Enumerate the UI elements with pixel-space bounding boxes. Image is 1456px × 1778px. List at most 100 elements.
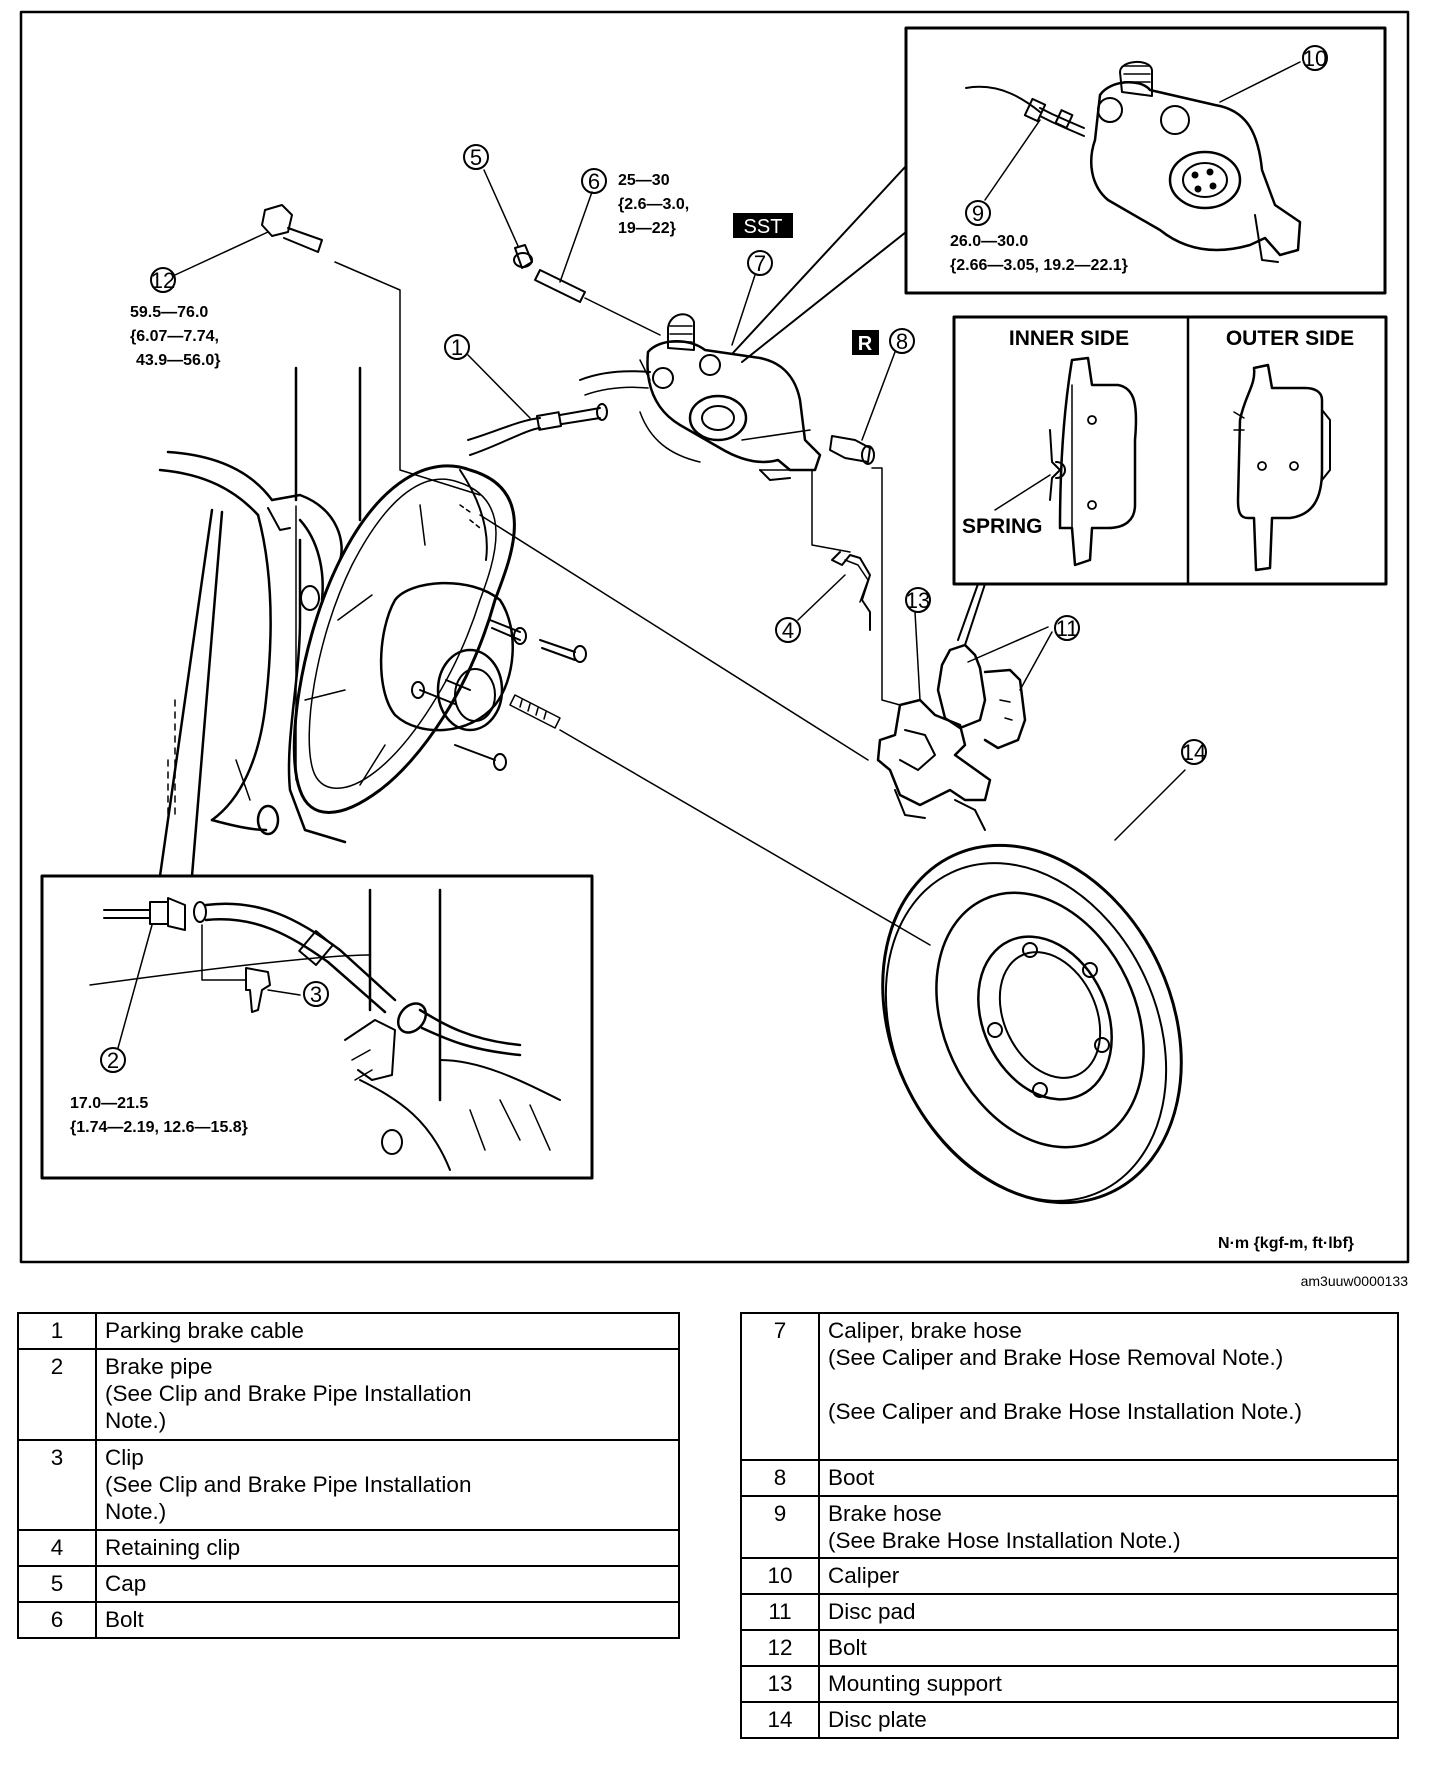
part-number: 10 bbox=[740, 1557, 820, 1595]
part-number: 14 bbox=[740, 1701, 820, 1739]
parking-brake-cable: 1 bbox=[444, 334, 608, 456]
part-description-line: Disc plate bbox=[828, 1707, 927, 1732]
part-description-line: Disc pad bbox=[828, 1599, 916, 1624]
part-number: 13 bbox=[740, 1665, 820, 1703]
disc-pad-inset: INNER SIDE OUTER SIDE SPRING bbox=[952, 315, 1388, 586]
mounting-support: 13 bbox=[876, 587, 992, 831]
caliper-assembly: 7 SST bbox=[639, 213, 822, 481]
part-description: Bolt bbox=[95, 1601, 680, 1639]
steering-knuckle bbox=[158, 366, 362, 844]
callout-6: 6 bbox=[588, 169, 600, 194]
assembly-lines bbox=[334, 261, 931, 946]
torque-2-kgf-ftlbf: {1.74—2.19, 12.6—15.8} bbox=[70, 1119, 248, 1136]
torque-9-nm: 26.0—30.0 bbox=[950, 233, 1028, 250]
part-description: Mounting support bbox=[818, 1665, 1399, 1703]
inner-side-label: INNER SIDE bbox=[1009, 327, 1129, 350]
caliper-detail-inset: 10 9 26.0—30.0 {2.66—3.05, 19.2—22.1} bbox=[904, 26, 1387, 295]
disc-plate: 14 bbox=[881, 739, 1207, 1205]
part-number: 11 bbox=[740, 1593, 820, 1631]
spring-label: SPRING bbox=[962, 515, 1043, 538]
parts-table-right: 7 Caliper, brake hose (See Caliper and Bra… bbox=[740, 1312, 1399, 1739]
torque-2-nm: 17.0—21.5 bbox=[70, 1095, 148, 1112]
torque-6-nm: 25—30 bbox=[618, 172, 670, 189]
part-description: Clip(See Clip and Brake Pipe Installatio… bbox=[95, 1439, 680, 1531]
parts-row: 7 Caliper, brake hose (See Caliper and Bra… bbox=[740, 1312, 1399, 1461]
part-description: Cap bbox=[95, 1565, 680, 1603]
part-description: Retaining clip bbox=[95, 1529, 680, 1567]
cap-and-bolt: 5 6 25—30 {2.6—3.0, 19—22} bbox=[463, 144, 689, 303]
brake-pipe-clip-inset: 3 2 17.0—21.5 {1.74—2.19, 12.6—15.8} bbox=[40, 508, 594, 1180]
part-description-line: Bolt bbox=[105, 1607, 144, 1632]
part-description: Disc pad bbox=[818, 1593, 1399, 1631]
callout-9: 9 bbox=[972, 201, 984, 226]
part-description: Brake hose(See Brake Hose Installation N… bbox=[818, 1495, 1399, 1559]
callout-12: 12 bbox=[151, 268, 175, 293]
torque-12-ftlbf: 43.9—56.0} bbox=[136, 352, 221, 369]
parts-row: 11 Disc pad bbox=[740, 1593, 1399, 1631]
parts-row: 14 Disc plate bbox=[740, 1701, 1399, 1739]
part-number: 7 bbox=[740, 1312, 820, 1461]
parts-row: 8 Boot bbox=[740, 1459, 1399, 1497]
part-description-line: Brake hose bbox=[828, 1501, 942, 1526]
part-description: Bolt bbox=[818, 1629, 1399, 1667]
part-description: Disc plate bbox=[818, 1701, 1399, 1739]
part-number: 8 bbox=[740, 1459, 820, 1497]
torque-6-ftlbf: 19—22} bbox=[618, 220, 676, 237]
knuckle-bolt: 12 59.5—76.0 {6.07—7.74, 43.9—56.0} bbox=[130, 204, 323, 369]
callout-7: 7 bbox=[754, 251, 766, 276]
callout-8: 8 bbox=[896, 329, 908, 354]
parts-row: 12 Bolt bbox=[740, 1629, 1399, 1667]
replace-badge bbox=[852, 330, 879, 355]
outer-side-label: OUTER SIDE bbox=[1226, 327, 1354, 350]
torque-12-kgf: {6.07—7.74, bbox=[130, 328, 219, 345]
figure-frame bbox=[19, 10, 1410, 1264]
part-description: Brake pipe(See Clip and Brake Pipe Insta… bbox=[95, 1348, 680, 1441]
sst-badge bbox=[733, 213, 793, 238]
part-number: 2 bbox=[17, 1348, 97, 1441]
dust-shield-and-hub bbox=[292, 464, 587, 814]
callout-11: 11 bbox=[1056, 616, 1079, 641]
figure-id: am3uuw0000133 bbox=[1301, 1273, 1409, 1289]
sst-badge-text: SST bbox=[744, 216, 783, 238]
part-description-line: (See Caliper and Brake Hose Installation… bbox=[828, 1399, 1302, 1424]
part-number: 1 bbox=[17, 1312, 97, 1350]
part-description-line: Clip bbox=[105, 1445, 144, 1470]
part-number: 12 bbox=[740, 1629, 820, 1667]
part-description-line: Retaining clip bbox=[105, 1535, 241, 1560]
part-description: Boot bbox=[818, 1459, 1399, 1497]
part-description-line: (See Clip and Brake Pipe Installation bbox=[105, 1472, 472, 1497]
boot: 8 R bbox=[829, 328, 915, 465]
part-number: 6 bbox=[17, 1601, 97, 1639]
part-number: 5 bbox=[17, 1565, 97, 1603]
part-description-line: Note.) bbox=[105, 1408, 167, 1433]
part-description-line: (See Clip and Brake Pipe Installation bbox=[105, 1381, 472, 1406]
torque-9-kgf-ftlbf: {2.66—3.05, 19.2—22.1} bbox=[950, 257, 1128, 274]
replace-badge-text: R bbox=[858, 333, 873, 355]
part-description-line: Brake pipe bbox=[105, 1354, 213, 1379]
retaining-clip: 4 bbox=[775, 551, 871, 643]
part-description-line: Cap bbox=[105, 1571, 147, 1596]
part-description-line: Caliper, brake hose bbox=[828, 1318, 1022, 1343]
part-number: 4 bbox=[17, 1529, 97, 1567]
callout-3: 3 bbox=[310, 982, 322, 1007]
part-description-line: (See Brake Hose Installation Note.) bbox=[828, 1528, 1181, 1553]
parts-row: 4 Retaining clip bbox=[17, 1529, 680, 1567]
part-description-line: Caliper bbox=[828, 1563, 900, 1588]
callout-1: 1 bbox=[451, 335, 463, 360]
callout-2: 2 bbox=[107, 1048, 119, 1073]
callout-5: 5 bbox=[470, 145, 482, 170]
part-description-line: Bolt bbox=[828, 1635, 867, 1660]
callout-14: 14 bbox=[1182, 740, 1206, 765]
part-description-line: Note.) bbox=[105, 1499, 167, 1524]
part-description-line: Boot bbox=[828, 1465, 875, 1490]
part-number: 3 bbox=[17, 1439, 97, 1531]
part-number: 9 bbox=[740, 1495, 820, 1559]
parts-row: 5 Cap bbox=[17, 1565, 680, 1603]
